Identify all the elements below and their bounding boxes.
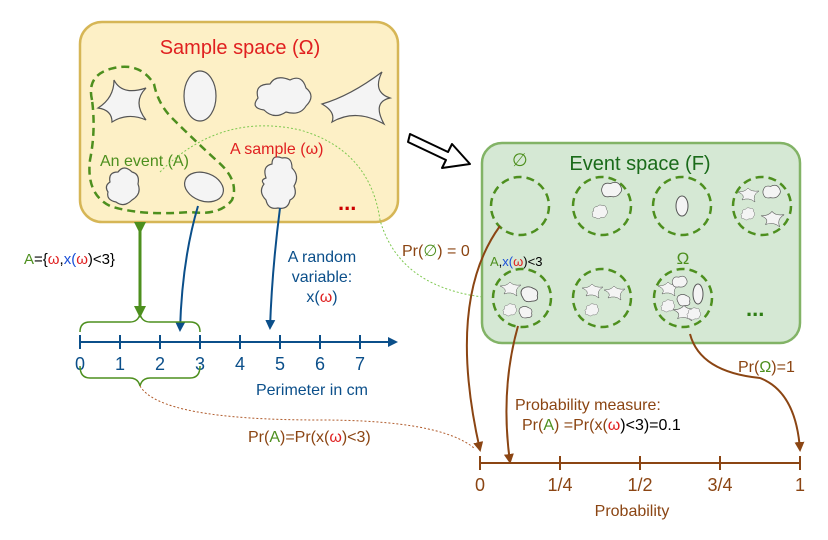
sample-space-title: Sample space (Ω) bbox=[160, 37, 321, 59]
event-a-to-probability-arrow bbox=[503, 325, 519, 464]
omega-to-perimeter-arrow bbox=[265, 207, 281, 330]
event-space-title: Event space (F) bbox=[569, 153, 710, 175]
perimeter-axis: 0 1 2 3 4 5 6 7 Perimeter in cm bbox=[75, 335, 398, 399]
probability-tick-label: 1/4 bbox=[547, 475, 572, 495]
event-circle-3 bbox=[651, 175, 713, 237]
sample-space-ellipsis: ... bbox=[338, 190, 356, 215]
event-a-label: An event (A) bbox=[100, 153, 189, 170]
perimeter-ticks: 0 1 2 3 4 5 6 7 bbox=[75, 335, 365, 374]
pr-a-relation: Pr(A)=Pr(x(ω)<3) bbox=[248, 429, 371, 446]
probability-axis: 0 1/4 1/2 3/4 1 Probability bbox=[475, 456, 805, 520]
interval-brace-bottom bbox=[79, 365, 201, 387]
spiky-shape-icon bbox=[320, 71, 393, 126]
probability-axis-label: Probability bbox=[595, 503, 670, 520]
event-a-set bbox=[491, 267, 553, 329]
small-cloud-shape-icon bbox=[105, 167, 140, 206]
event-space-box bbox=[480, 141, 802, 345]
random-variable-line1: A random bbox=[288, 249, 356, 266]
tilted-ellipse-shape-icon bbox=[184, 171, 224, 203]
random-variable-line2: variable: bbox=[292, 269, 352, 286]
event-mapping-curve bbox=[159, 125, 493, 302]
empty-set-symbol: ∅ bbox=[512, 150, 528, 170]
probability-measure-equation: Pr(A) =Pr(x(ω)<3)=0.1 bbox=[522, 417, 681, 434]
probability-tick-label: 0 bbox=[475, 475, 485, 495]
event-circle-6 bbox=[571, 267, 633, 329]
perimeter-tick-label: 5 bbox=[275, 354, 285, 374]
probability-tick-label: 3/4 bbox=[707, 475, 732, 495]
sample-label: A sample (ω) bbox=[230, 141, 323, 158]
probability-ticks: 0 1/4 1/2 3/4 1 bbox=[475, 456, 805, 495]
event-a-boundary bbox=[88, 65, 236, 215]
random-variable-line3: x(ω) bbox=[306, 289, 337, 306]
perimeter-tick-label: 1 bbox=[115, 354, 125, 374]
sample-omega-shape-icon bbox=[260, 156, 298, 209]
ellipse-shape-icon bbox=[183, 70, 217, 122]
cloud-shape-icon bbox=[254, 77, 312, 117]
perimeter-axis-label: Perimeter in cm bbox=[256, 382, 368, 399]
probability-tick-label: 1/2 bbox=[627, 475, 652, 495]
sample-space-box bbox=[78, 20, 400, 224]
event-definition: A={ω,x(ω)<3} bbox=[24, 251, 115, 268]
omega-to-one-arrow bbox=[689, 333, 805, 452]
event-circle-4 bbox=[731, 175, 793, 237]
event-a-set-label: A,x(ω)<3 bbox=[490, 254, 542, 269]
pr-empty-label: Pr(∅) = 0 bbox=[402, 243, 470, 260]
star-shape-icon bbox=[96, 79, 147, 124]
omega-set-symbol: Ω bbox=[677, 249, 690, 268]
perimeter-tick-label: 7 bbox=[355, 354, 365, 374]
probability-measure-title: Probability measure: bbox=[515, 397, 661, 414]
event-empty-set bbox=[489, 175, 551, 237]
perimeter-tick-label: 2 bbox=[155, 354, 165, 374]
perimeter-tick-label: 6 bbox=[315, 354, 325, 374]
pr-omega-label: Pr(Ω)=1 bbox=[738, 359, 795, 376]
event-space-ellipsis: ... bbox=[746, 296, 764, 321]
empty-set-to-zero-arrow bbox=[465, 225, 501, 452]
event-omega-set bbox=[652, 267, 714, 329]
perimeter-tick-label: 3 bbox=[195, 354, 205, 374]
perimeter-tick-label: 0 bbox=[75, 354, 85, 374]
perimeter-tick-label: 4 bbox=[235, 354, 245, 374]
interval-brace-top bbox=[79, 313, 201, 333]
sample-to-perimeter-arrow bbox=[175, 205, 199, 332]
probability-tick-label: 1 bbox=[795, 475, 805, 495]
event-circle-2 bbox=[571, 175, 633, 237]
map-to-event-space-arrow bbox=[407, 133, 471, 169]
